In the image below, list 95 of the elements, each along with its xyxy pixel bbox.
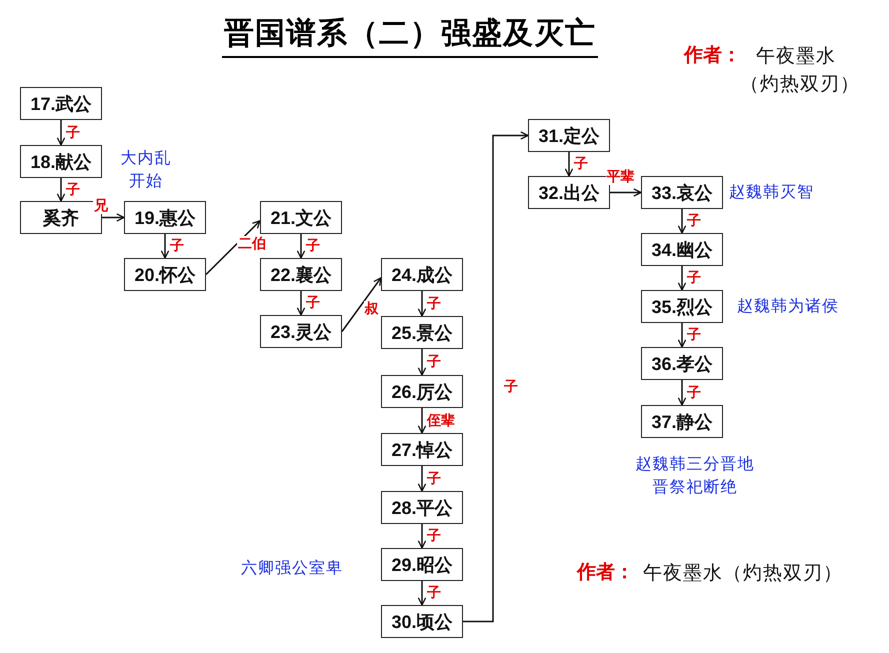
ruler-name: 30.顷公	[391, 610, 453, 634]
ruler-box	[124, 201, 206, 234]
ruler-name: 37.静公	[651, 410, 713, 434]
edge-label: 叔	[364, 300, 380, 317]
author-label: 作者：	[577, 561, 634, 585]
edge-label: 子	[686, 327, 702, 343]
note-text: 大内乱开始	[120, 147, 172, 192]
ruler-box	[381, 433, 463, 466]
edge-label: 子	[65, 182, 81, 198]
ruler-box	[381, 548, 463, 581]
ruler-box	[260, 258, 342, 291]
ruler-name: 32.出公	[538, 182, 600, 204]
edge-label: 子	[65, 124, 81, 140]
arrow	[418, 408, 426, 434]
arrow	[678, 266, 686, 291]
author-name: （灼热双刃）	[740, 72, 860, 96]
ruler-name: 33.哀公	[651, 182, 713, 204]
edge-label: 子	[305, 238, 321, 254]
ruler-box	[381, 316, 463, 349]
ruler-name: 奚齐	[43, 206, 79, 230]
edge-label: 侄辈	[426, 412, 456, 428]
ruler-name: 28.平公	[391, 496, 453, 520]
ruler-box	[381, 491, 463, 524]
ruler-name: 25.景公	[391, 322, 453, 344]
edge-label: 二伯	[237, 236, 267, 252]
ruler-box	[641, 233, 723, 266]
edge-label: 子	[426, 296, 442, 312]
ruler-name: 36.孝公	[651, 352, 713, 376]
arrow	[341, 277, 382, 332]
ruler-name: 26.厉公	[391, 380, 453, 404]
ruler-name: 18.献公	[30, 150, 92, 174]
arrow	[418, 466, 426, 492]
arrow	[678, 209, 686, 234]
ruler-name: 35.烈公	[651, 296, 713, 318]
ruler-name: 34.幽公	[651, 238, 713, 262]
ruler-box	[641, 176, 723, 209]
arrow	[678, 323, 686, 348]
edge-label: 子	[426, 470, 442, 486]
arrow	[610, 188, 642, 197]
ruler-box	[641, 290, 723, 323]
ruler-name: 20.怀公	[134, 264, 196, 286]
edge-label: 子	[686, 213, 702, 229]
arrow	[463, 131, 529, 622]
note-text: 赵魏韩为诸侯	[737, 295, 839, 317]
ruler-box	[641, 405, 723, 438]
edge-label: 子	[686, 384, 702, 400]
arrow	[205, 220, 261, 276]
note-text: 赵魏韩三分晋地晋祭祀断绝	[634, 453, 756, 498]
author-name: 午夜墨水（灼热双刃）	[643, 561, 843, 585]
ruler-box	[528, 119, 610, 152]
ruler-box	[381, 375, 463, 408]
arrow	[296, 234, 306, 259]
ruler-name: 24.成公	[391, 264, 453, 286]
ruler-box	[260, 315, 342, 348]
arrow	[56, 178, 66, 202]
edge-label: 子	[426, 585, 442, 601]
ruler-name: 27.悼公	[391, 438, 453, 462]
ruler-name: 19.惠公	[134, 206, 196, 230]
edge-label: 子	[503, 378, 519, 394]
ruler-box	[20, 87, 102, 120]
arrow	[418, 524, 426, 549]
arrow	[56, 120, 66, 146]
ruler-box	[381, 605, 463, 638]
edge-label: 子	[573, 156, 589, 172]
arrow	[418, 349, 426, 376]
arrow	[418, 581, 426, 606]
ruler-box	[260, 201, 342, 234]
arrow	[102, 213, 125, 222]
author-label: 作者：	[684, 44, 741, 68]
note-text: 六卿强公室卑	[241, 557, 343, 579]
ruler-box	[124, 258, 206, 291]
ruler-name: 17.武公	[30, 92, 92, 116]
ruler-name: 29.昭公	[391, 554, 453, 576]
edge-label: 子	[169, 238, 185, 254]
note-text: 赵魏韩灭智	[729, 181, 814, 203]
arrow	[678, 380, 686, 406]
arrow	[418, 291, 426, 317]
diagram-title: 晋国谱系（二）强盛及灭亡	[222, 14, 598, 58]
edge-label: 兄	[93, 198, 109, 214]
arrow	[160, 234, 170, 259]
edge-label: 子	[426, 528, 442, 544]
ruler-name: 22.襄公	[270, 264, 332, 286]
ruler-name: 23.灵公	[270, 320, 332, 344]
ruler-name: 31.定公	[538, 124, 600, 148]
edge-label: 子	[305, 295, 321, 311]
edge-label: 子	[426, 354, 442, 370]
ruler-name: 21.文公	[270, 206, 332, 230]
edge-label: 平辈	[606, 168, 636, 184]
edge-label: 子	[686, 270, 702, 286]
arrow	[564, 152, 574, 177]
ruler-box	[381, 258, 463, 291]
ruler-box	[20, 145, 102, 178]
ruler-box	[641, 347, 723, 380]
author-name: 午夜墨水	[756, 44, 836, 68]
arrow	[296, 291, 306, 316]
